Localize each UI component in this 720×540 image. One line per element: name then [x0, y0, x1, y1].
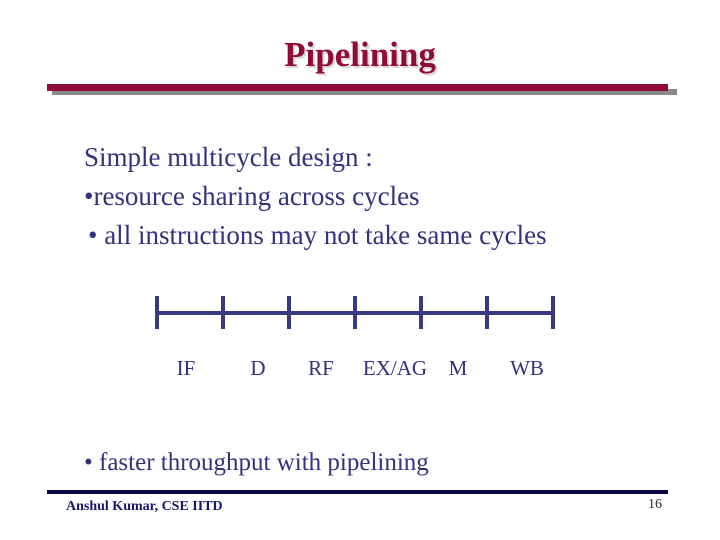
timeline-tick [353, 296, 357, 329]
page-number: 16 [648, 497, 662, 512]
timeline-tick [419, 296, 423, 329]
page-title: Pipelining [284, 35, 436, 74]
stage-label-exag: EX/AG [362, 356, 428, 380]
body-line-2: •resource sharing across cycles [84, 181, 420, 211]
stage-label-d: D [250, 356, 266, 380]
pipeline-stage-labels: IF D RF EX/AG M WB [155, 355, 557, 383]
closing-bullet-line: • faster throughput with pipelining [84, 449, 429, 476]
stage-label-if: IF [176, 356, 196, 380]
body-text-block: Simple multicycle design : •resource sha… [84, 138, 684, 255]
footer-author: Anshul Kumar, CSE IITD [66, 499, 223, 514]
footer-rule [47, 490, 668, 494]
timeline-tick [287, 296, 291, 329]
timeline-tick [221, 296, 225, 329]
timeline-tick [485, 296, 489, 329]
title-rule-shadow [52, 89, 677, 95]
timeline-tick [551, 296, 555, 329]
body-line-1: Simple multicycle design : [84, 142, 373, 172]
body-line-3: • all instructions may not take same cyc… [88, 220, 547, 250]
pipeline-timeline-diagram [155, 296, 557, 332]
stage-label-wb: WB [510, 356, 544, 380]
stage-label-rf: RF [308, 356, 334, 380]
timeline-tick [155, 296, 159, 329]
title-rule [47, 84, 668, 91]
stage-label-m: M [448, 356, 468, 380]
